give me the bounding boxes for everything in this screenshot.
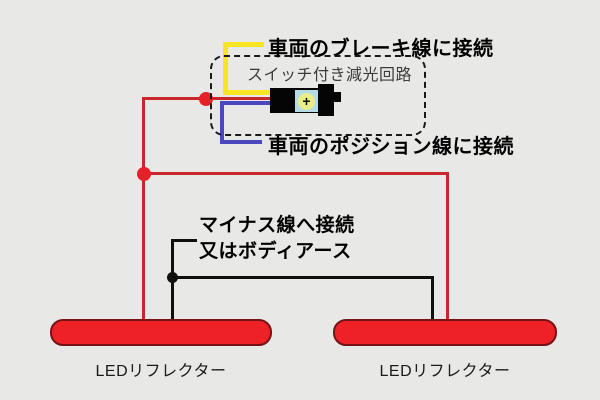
black-wire-stub-to-text — [171, 239, 197, 242]
position-wire-label: 車両のポジション線に接続 — [268, 136, 514, 158]
blue-wire-bottom-horizontal — [220, 140, 262, 144]
brake-wire-label: 車両のブレーキ線に接続 — [268, 38, 494, 60]
black-junction-dot — [167, 272, 178, 283]
yellow-wire-vertical — [223, 42, 228, 95]
red-wire-left-vertical — [142, 97, 145, 321]
reflector-right-label: LEDリフレクター — [379, 363, 511, 380]
red-wire-middle-horizontal — [142, 172, 449, 175]
yellow-wire-top-horizontal — [223, 42, 264, 47]
ground-label-line2: 又はボディアース — [199, 241, 352, 262]
led-reflector-left — [50, 319, 272, 346]
yellow-wire-to-module — [223, 90, 271, 95]
black-wire-middle-horizontal — [171, 276, 434, 279]
ground-label: マイナス線へ接続 又はボディアース — [199, 213, 355, 265]
black-wire-right-vertical — [431, 276, 434, 321]
reflector-left-label: LEDリフレクター — [95, 363, 227, 380]
blue-wire-to-module — [220, 101, 271, 105]
red-wire-right-vertical — [446, 172, 449, 321]
red-junction-dot-module — [199, 92, 213, 106]
plus-button-icon: + — [298, 93, 315, 110]
red-junction-dot-left — [137, 167, 151, 181]
dimmer-circuit-label: スイッチ付き減光回路 — [247, 67, 413, 84]
dimmer-module-right-block — [318, 84, 334, 116]
ground-label-line1: マイナス線へ接続 — [199, 215, 355, 236]
dimmer-module-tab — [334, 92, 341, 102]
dimmer-circuit-boundary — [210, 55, 426, 136]
led-reflector-right — [333, 319, 557, 346]
